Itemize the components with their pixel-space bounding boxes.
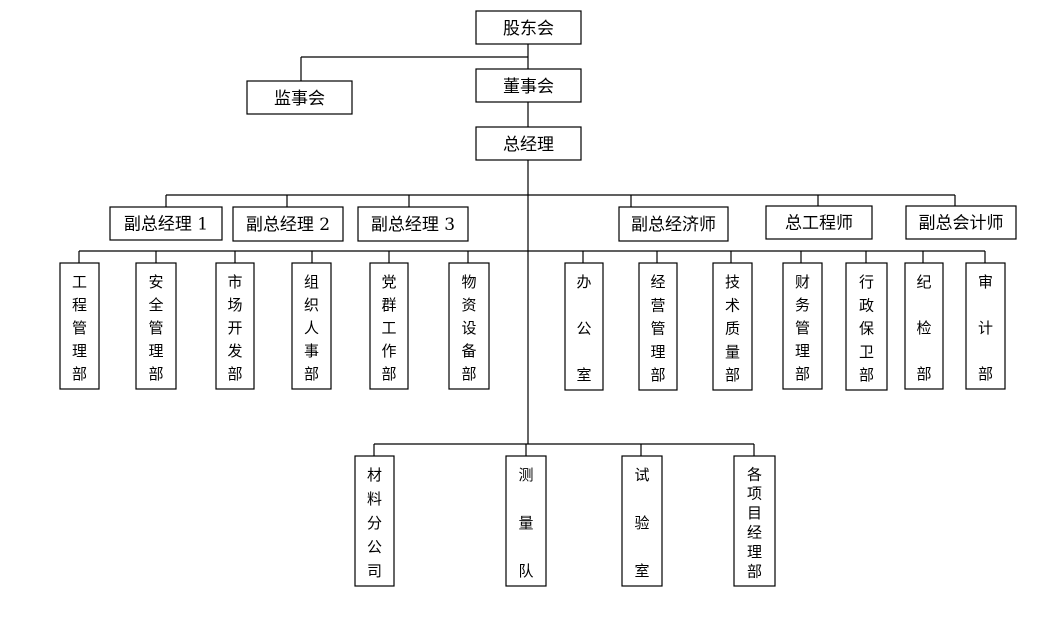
department-node-8: 经营管理部 <box>638 262 678 391</box>
department-label: 市场开发部 <box>227 273 242 383</box>
executive-node-2: 副总经理 2 <box>232 206 344 242</box>
subsidiary-label: 试验室 <box>634 466 649 580</box>
board-label: 董事会 <box>503 77 554 97</box>
department-label: 行政保卫部 <box>859 273 874 384</box>
department-label: 党群工作部 <box>381 273 396 383</box>
department-label: 办公室 <box>576 273 591 384</box>
subsidiary-node-4: 各项目经理部 <box>733 455 776 587</box>
departments-row: 工程管理部 安全管理部 市场开发部 组织人事部 党群工作部 物资设备部 办公室 经营管理部 技术… <box>59 262 1006 391</box>
executive-label: 副总经济师 <box>631 215 716 235</box>
general-manager-node: 总经理 <box>475 126 582 161</box>
shareholders-label: 股东会 <box>503 19 554 39</box>
subsidiary-label: 测量队 <box>518 466 533 580</box>
department-node-9: 技术质量部 <box>712 262 753 391</box>
department-node-3: 市场开发部 <box>215 262 255 390</box>
executive-node-3: 副总经理 3 <box>357 206 469 242</box>
executive-node-6: 副总会计师 <box>905 205 1017 240</box>
department-label: 纪检部 <box>916 273 931 383</box>
subsidiary-label: 各项目经理部 <box>747 465 762 580</box>
department-label: 安全管理部 <box>148 273 163 383</box>
department-node-12: 纪检部 <box>904 262 944 390</box>
subsidiaries-row: 材料分公司 测量队 试验室 各项目经理部 <box>354 455 776 587</box>
subsidiary-node-3: 试验室 <box>621 455 663 587</box>
department-label: 财务管理部 <box>795 273 810 383</box>
shareholders-node: 股东会 <box>475 10 582 45</box>
executive-label: 总工程师 <box>785 214 853 234</box>
department-label: 经营管理部 <box>650 273 665 384</box>
subsidiary-node-1: 材料分公司 <box>354 455 395 587</box>
subsidiary-label: 材料分公司 <box>367 466 382 580</box>
department-node-2: 安全管理部 <box>135 262 177 390</box>
board-node: 董事会 <box>475 68 582 103</box>
executive-node-4: 副总经济师 <box>618 206 729 242</box>
department-node-13: 审计部 <box>965 262 1006 390</box>
department-label: 技术质量部 <box>725 273 740 384</box>
subsidiary-node-2: 测量队 <box>505 455 547 587</box>
department-node-6: 物资设备部 <box>448 262 490 390</box>
connector-lines <box>78 44 986 456</box>
department-label: 工程管理部 <box>72 273 87 383</box>
general-manager-label: 总经理 <box>503 135 554 155</box>
executive-label: 副总经理 3 <box>371 215 455 235</box>
department-label: 审计部 <box>978 273 993 383</box>
executive-node-1: 副总经理 1 <box>109 206 223 241</box>
department-node-10: 财务管理部 <box>782 262 823 390</box>
executive-node-5: 总工程师 <box>765 205 873 240</box>
supervisors-label: 监事会 <box>274 89 325 109</box>
executive-label: 副总经理 2 <box>246 215 330 235</box>
executive-label: 副总经理 1 <box>124 215 208 235</box>
department-node-5: 党群工作部 <box>369 262 409 390</box>
department-label: 物资设备部 <box>461 273 476 383</box>
supervisors-node: 监事会 <box>246 80 353 115</box>
department-node-7: 办公室 <box>564 262 604 391</box>
department-node-4: 组织人事部 <box>291 262 332 390</box>
department-node-1: 工程管理部 <box>59 262 100 390</box>
executive-label: 副总会计师 <box>919 214 1004 234</box>
department-node-11: 行政保卫部 <box>845 262 888 391</box>
executives-row: 副总经理 1 副总经理 2 副总经理 3 副总经济师 总工程师 副总会计师 <box>109 205 1017 242</box>
department-label: 组织人事部 <box>304 273 319 383</box>
